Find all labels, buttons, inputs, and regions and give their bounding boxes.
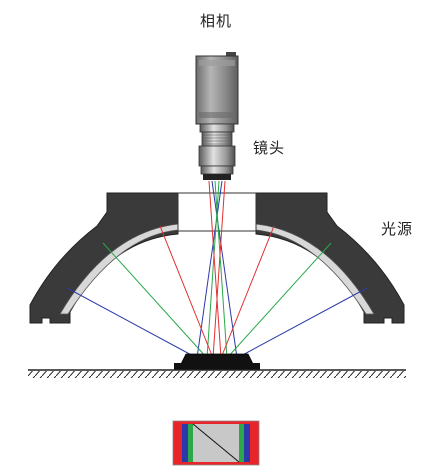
captured-image-icon — [172, 420, 260, 466]
lens-icon — [198, 123, 236, 180]
sample-object-icon — [174, 353, 260, 371]
light-rays — [66, 180, 368, 359]
light-source-label: 光源 — [381, 220, 414, 238]
camera-label: 相机 — [200, 12, 233, 30]
lens-label: 镜头 — [253, 139, 286, 157]
ground-surface — [28, 369, 406, 378]
dome-light-icon — [29, 192, 405, 324]
camera-icon — [195, 52, 239, 125]
